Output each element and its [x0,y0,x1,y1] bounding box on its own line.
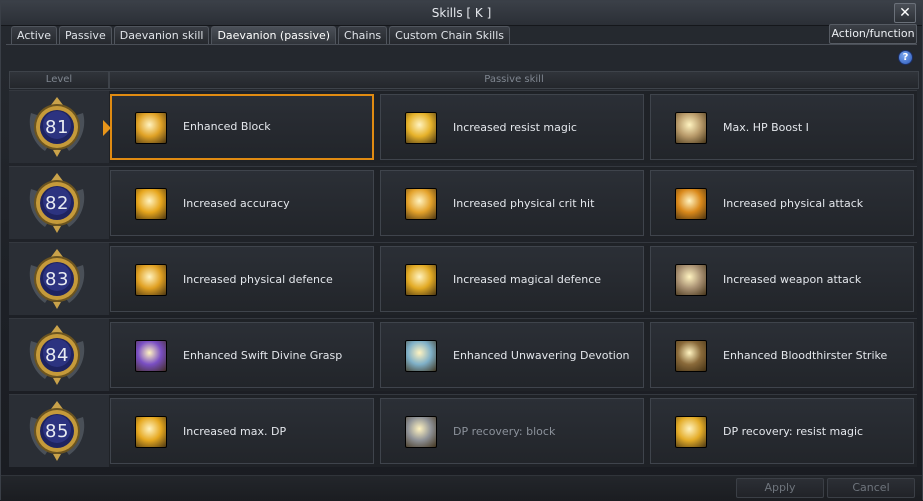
level-column-header: Level [9,71,109,89]
level-number: 83 [45,268,69,290]
level-number: 85 [45,420,69,442]
dp-resist-icon [675,416,707,448]
tab-custom-chain-skills[interactable]: Custom Chain Skills [389,26,510,44]
skill-cell[interactable]: Increased weapon attack [650,246,914,312]
skill-cell[interactable]: Increased physical defence [110,246,374,312]
skill-cell[interactable]: DP recovery: block [380,398,644,464]
skill-cell[interactable]: Enhanced Bloodthirster Strike [650,322,914,388]
skill-name: Max. HP Boost I [723,121,809,134]
accuracy-icon [135,188,167,220]
window-title: Skills [ K ] [431,6,492,20]
max-dp-icon [135,416,167,448]
tab-passive[interactable]: Passive [59,26,112,44]
skill-name: Increased physical attack [723,197,864,210]
resist-magic-icon [405,112,437,144]
skill-cell[interactable]: Increased physical crit hit [380,170,644,236]
skill-name: Increased accuracy [183,197,290,210]
action-function-button[interactable]: Action/function [829,24,917,44]
skill-name: Increased physical crit hit [453,197,595,210]
skill-cell[interactable]: Enhanced Unwavering Devotion [380,322,644,388]
skill-cell[interactable]: Increased magical defence [380,246,644,312]
skill-row: 82 Increased accuracy Increased physical c… [9,166,917,239]
tab-daevanion-skill[interactable]: Daevanion skill [113,26,210,44]
skill-cell[interactable]: Enhanced Block [103,94,374,160]
tab-bar: Active Passive Daevanion skill Daevanion… [11,26,510,44]
skill-cell[interactable]: Increased physical attack [650,170,914,236]
skill-name: Enhanced Unwavering Devotion [453,349,630,362]
skill-cell[interactable]: Enhanced Swift Divine Grasp [110,322,374,388]
crit-hit-icon [405,188,437,220]
skill-row: 83 Increased physical defence Increased ma… [9,242,917,315]
title-bar[interactable]: Skills [ K ] ✕ [1,1,922,26]
skill-cell[interactable]: Increased accuracy [110,170,374,236]
skill-name: Increased weapon attack [723,273,862,286]
tab-active[interactable]: Active [11,26,58,44]
passive-skill-column-header: Passive skill [109,71,919,89]
skill-row: 85 Increased max. DP DP recovery: block DP … [9,394,917,467]
skill-name: Increased max. DP [183,425,287,438]
skill-name: DP recovery: resist magic [723,425,864,438]
skill-cell[interactable]: DP recovery: resist magic [650,398,914,464]
level-emblem-icon [29,97,85,157]
close-button[interactable]: ✕ [894,3,916,23]
skill-name: Increased resist magic [453,121,577,134]
selection-arrow-icon [103,120,111,136]
devotion-icon [405,340,437,372]
level-number: 82 [45,192,69,214]
skill-name: Increased physical defence [183,273,333,286]
level-number: 81 [45,116,69,138]
apply-button[interactable]: Apply [736,478,824,498]
divine-grasp-icon [135,340,167,372]
skill-name: Enhanced Bloodthirster Strike [723,349,888,362]
skill-cell[interactable]: Max. HP Boost I [650,94,914,160]
magical-defence-icon [405,264,437,296]
skill-cell[interactable]: Increased resist magic [380,94,644,160]
dp-block-icon [405,416,437,448]
close-icon: ✕ [899,5,911,21]
skill-name: DP recovery: block [453,425,556,438]
level-number: 84 [45,344,69,366]
skill-row: 84 Enhanced Swift Divine Grasp Enhanced Un… [9,318,917,391]
level-badge: 81 [25,95,89,159]
level-badge: 84 [25,323,89,387]
skill-name: Enhanced Swift Divine Grasp [183,349,343,362]
weapon-attack-icon [675,264,707,296]
bloodthirster-icon [675,340,707,372]
skill-name: Increased magical defence [453,273,602,286]
level-badge: 85 [25,399,89,463]
hp-boost-icon [675,112,707,144]
level-badge: 83 [25,247,89,311]
skill-row: 81 Enhanced Block Increased resist magic Ma… [9,90,917,163]
tab-daevanion-passive[interactable]: Daevanion (passive) [211,26,337,44]
skill-name: Enhanced Block [183,120,271,133]
skill-cell[interactable]: Increased max. DP [110,398,374,464]
physical-attack-icon [675,188,707,220]
tab-divider [6,44,917,45]
help-icon[interactable]: ? [898,50,913,65]
tab-chains[interactable]: Chains [338,26,388,44]
level-emblem-icon [29,325,85,385]
level-badge: 82 [25,171,89,235]
cancel-button[interactable]: Cancel [827,478,915,498]
level-emblem-icon [29,173,85,233]
shield-strike-icon [135,112,167,144]
physical-defence-icon [135,264,167,296]
level-emblem-icon [29,249,85,309]
level-emblem-icon [29,401,85,461]
